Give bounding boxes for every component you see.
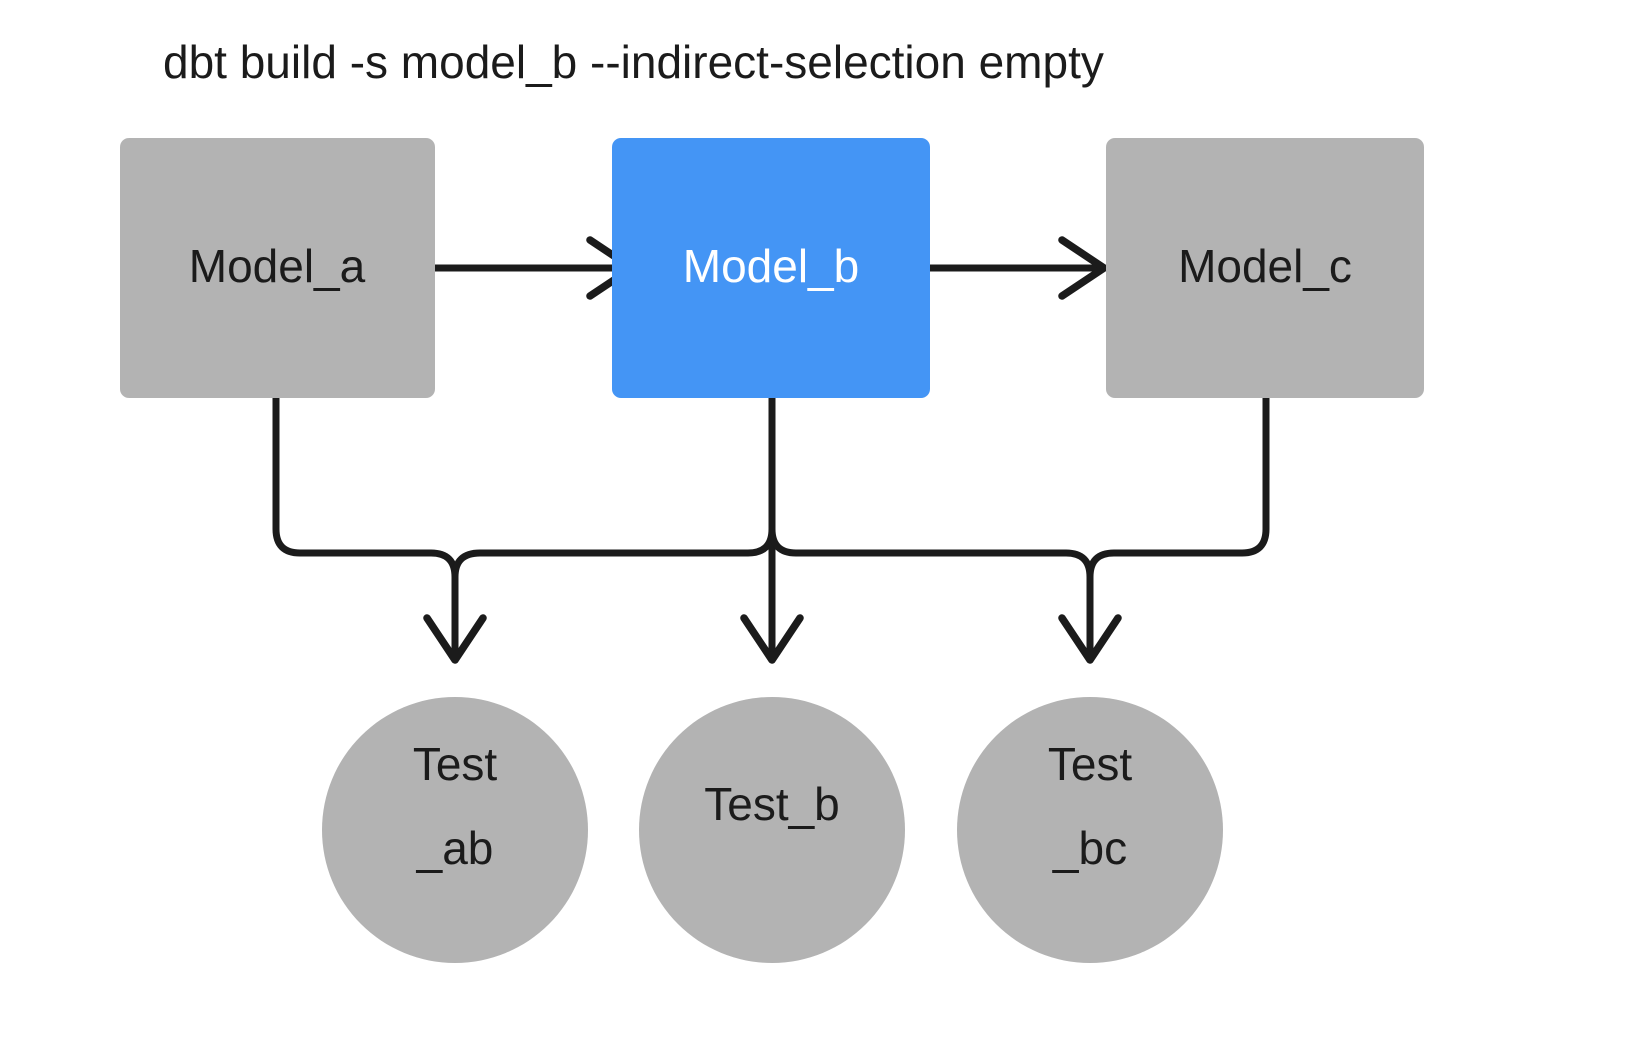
test-ab-circle[interactable] bbox=[322, 697, 588, 963]
model-a-box[interactable] bbox=[120, 138, 435, 398]
edge-model-c-to-test-bc bbox=[1086, 398, 1270, 578]
test-ab-label-line-1: Test bbox=[413, 738, 498, 790]
node-model-c[interactable]: Model_c bbox=[1106, 138, 1424, 398]
model-c-label: Model_c bbox=[1178, 240, 1352, 292]
test-b-label-line-1: Test_b bbox=[704, 778, 840, 830]
node-model-a[interactable]: Model_a bbox=[120, 138, 435, 398]
node-test-b[interactable]: Test_b bbox=[639, 697, 905, 963]
test-bc-label-line-1: Test bbox=[1048, 738, 1133, 790]
diagram-title: dbt build -s model_b --indirect-selectio… bbox=[163, 36, 1104, 88]
node-test-ab[interactable]: Test _ab bbox=[322, 697, 588, 963]
test-ab-label-line-2: _ab bbox=[416, 822, 494, 874]
edge-model-b-to-model-c bbox=[930, 236, 1108, 300]
arrow-head-icon bbox=[740, 614, 804, 664]
arrow-head-icon bbox=[1058, 614, 1122, 664]
test-b-circle[interactable] bbox=[639, 697, 905, 963]
edge-model-b-to-test-ab bbox=[451, 398, 776, 578]
edge-model-a-to-model-b bbox=[435, 236, 636, 300]
node-model-b[interactable]: Model_b bbox=[612, 138, 930, 398]
model-b-box[interactable] bbox=[612, 138, 930, 398]
test-bc-circle[interactable] bbox=[957, 697, 1223, 963]
arrow-head-icon bbox=[1058, 236, 1108, 300]
edge-model-b-to-test-bc bbox=[768, 398, 1122, 664]
model-c-box[interactable] bbox=[1106, 138, 1424, 398]
node-test-bc[interactable]: Test _bc bbox=[957, 697, 1223, 963]
model-b-label: Model_b bbox=[683, 240, 859, 292]
edge-model-a-to-test-ab bbox=[272, 398, 487, 664]
test-bc-label-line-2: _bc bbox=[1052, 822, 1127, 874]
arrow-head-icon bbox=[423, 614, 487, 664]
model-a-label: Model_a bbox=[189, 240, 366, 292]
